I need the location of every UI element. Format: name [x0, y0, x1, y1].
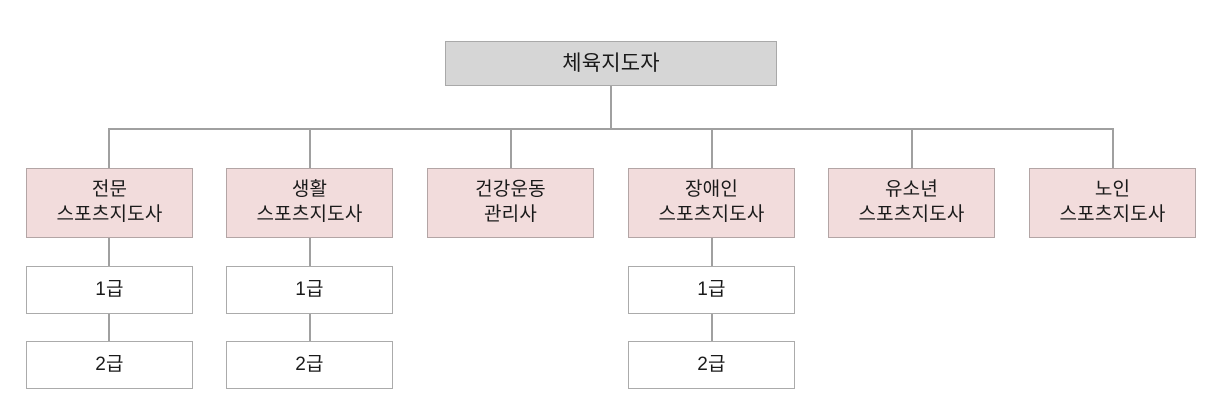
connector-drop-category-4	[711, 128, 713, 169]
node-grade-level1-professional[interactable]: 1급	[26, 266, 193, 314]
connector-category-4-to-grade-1	[711, 238, 713, 267]
node-grade-label: 1급	[295, 278, 324, 300]
node-category-4-line1: 장애인	[684, 179, 739, 201]
node-grade-label: 2급	[95, 353, 124, 375]
node-grade-level2-professional[interactable]: 2급	[26, 341, 193, 389]
connector-category-1-to-grade-1	[108, 238, 110, 267]
node-grade-label: 1급	[95, 278, 124, 300]
node-category-2-line1: 생활	[291, 179, 328, 201]
connector-grade-1-to-grade-2-col4	[711, 313, 713, 342]
node-grade-level1-lifestyle[interactable]: 1급	[226, 266, 393, 314]
connector-drop-category-2	[309, 128, 311, 169]
node-category-6-line1: 노인	[1094, 179, 1131, 201]
connector-drop-category-3	[510, 128, 512, 169]
node-grade-level2-disabled[interactable]: 2급	[628, 341, 795, 389]
node-category-youth-sports-instructor[interactable]: 유소년 스포츠지도사	[828, 168, 995, 238]
connector-horizontal-bus	[108, 128, 1114, 130]
node-grade-label: 2급	[697, 353, 726, 375]
node-category-health-exercise-manager[interactable]: 건강운동 관리사	[427, 168, 594, 238]
node-root-sports-instructor[interactable]: 체육지도자	[445, 41, 777, 86]
connector-drop-category-1	[108, 128, 110, 169]
node-category-5-line1: 유소년	[884, 179, 939, 201]
connector-root-stem	[610, 86, 612, 130]
node-category-3-line1: 건강운동	[475, 179, 546, 201]
node-category-6-line2: 스포츠지도사	[1059, 204, 1166, 225]
node-category-disabled-sports-instructor[interactable]: 장애인 스포츠지도사	[628, 168, 795, 238]
connector-drop-category-6	[1112, 128, 1114, 169]
connector-category-2-to-grade-1	[309, 238, 311, 267]
node-category-4-line2: 스포츠지도사	[658, 204, 765, 225]
connector-drop-category-5	[911, 128, 913, 169]
node-category-lifestyle-sports-instructor[interactable]: 생활 스포츠지도사	[226, 168, 393, 238]
node-category-3-line2: 관리사	[483, 204, 538, 225]
node-category-professional-sports-instructor[interactable]: 전문 스포츠지도사	[26, 168, 193, 238]
node-category-2-line2: 스포츠지도사	[256, 204, 363, 225]
node-category-1-line1: 전문	[91, 179, 128, 201]
node-grade-level2-lifestyle[interactable]: 2급	[226, 341, 393, 389]
node-category-5-line2: 스포츠지도사	[858, 204, 965, 225]
node-grade-label: 1급	[697, 278, 726, 300]
node-category-senior-sports-instructor[interactable]: 노인 스포츠지도사	[1029, 168, 1196, 238]
connector-grade-1-to-grade-2-col1	[108, 313, 110, 342]
node-root-label: 체육지도자	[562, 51, 660, 75]
node-grade-level1-disabled[interactable]: 1급	[628, 266, 795, 314]
connector-grade-1-to-grade-2-col2	[309, 313, 311, 342]
node-grade-label: 2급	[295, 353, 324, 375]
node-category-1-line2: 스포츠지도사	[56, 204, 163, 225]
